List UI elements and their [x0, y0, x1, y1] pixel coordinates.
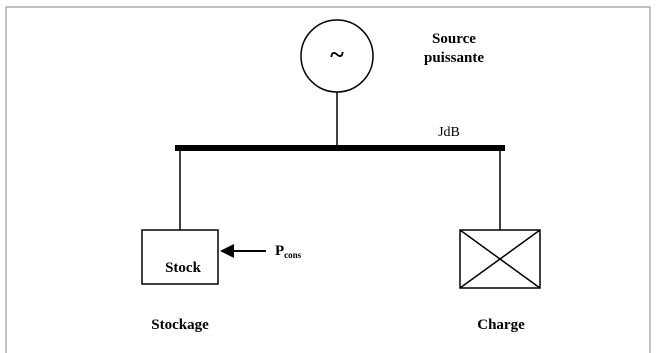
consumption-label-subscript: cons	[284, 250, 302, 260]
load-caption: Charge	[477, 317, 525, 333]
generator-symbol: ~	[330, 40, 344, 69]
source-generator: ~	[300, 19, 374, 93]
load-cross-diagonal-2	[459, 229, 541, 289]
storage-box-label: Stock	[165, 260, 201, 276]
storage-caption: Stockage	[151, 317, 209, 333]
source-label-line1: Source	[432, 31, 476, 47]
source-label-line2: puissante	[424, 50, 484, 66]
consumption-arrow	[220, 244, 266, 258]
load-symbol	[459, 229, 541, 289]
busbar-label: JdB	[438, 125, 460, 140]
storage-box	[141, 229, 219, 285]
consumption-arrow-head	[220, 244, 234, 258]
consumption-label-main: P	[275, 243, 284, 259]
diagram-frame	[5, 6, 651, 353]
consumption-label: Pcons	[275, 243, 302, 260]
